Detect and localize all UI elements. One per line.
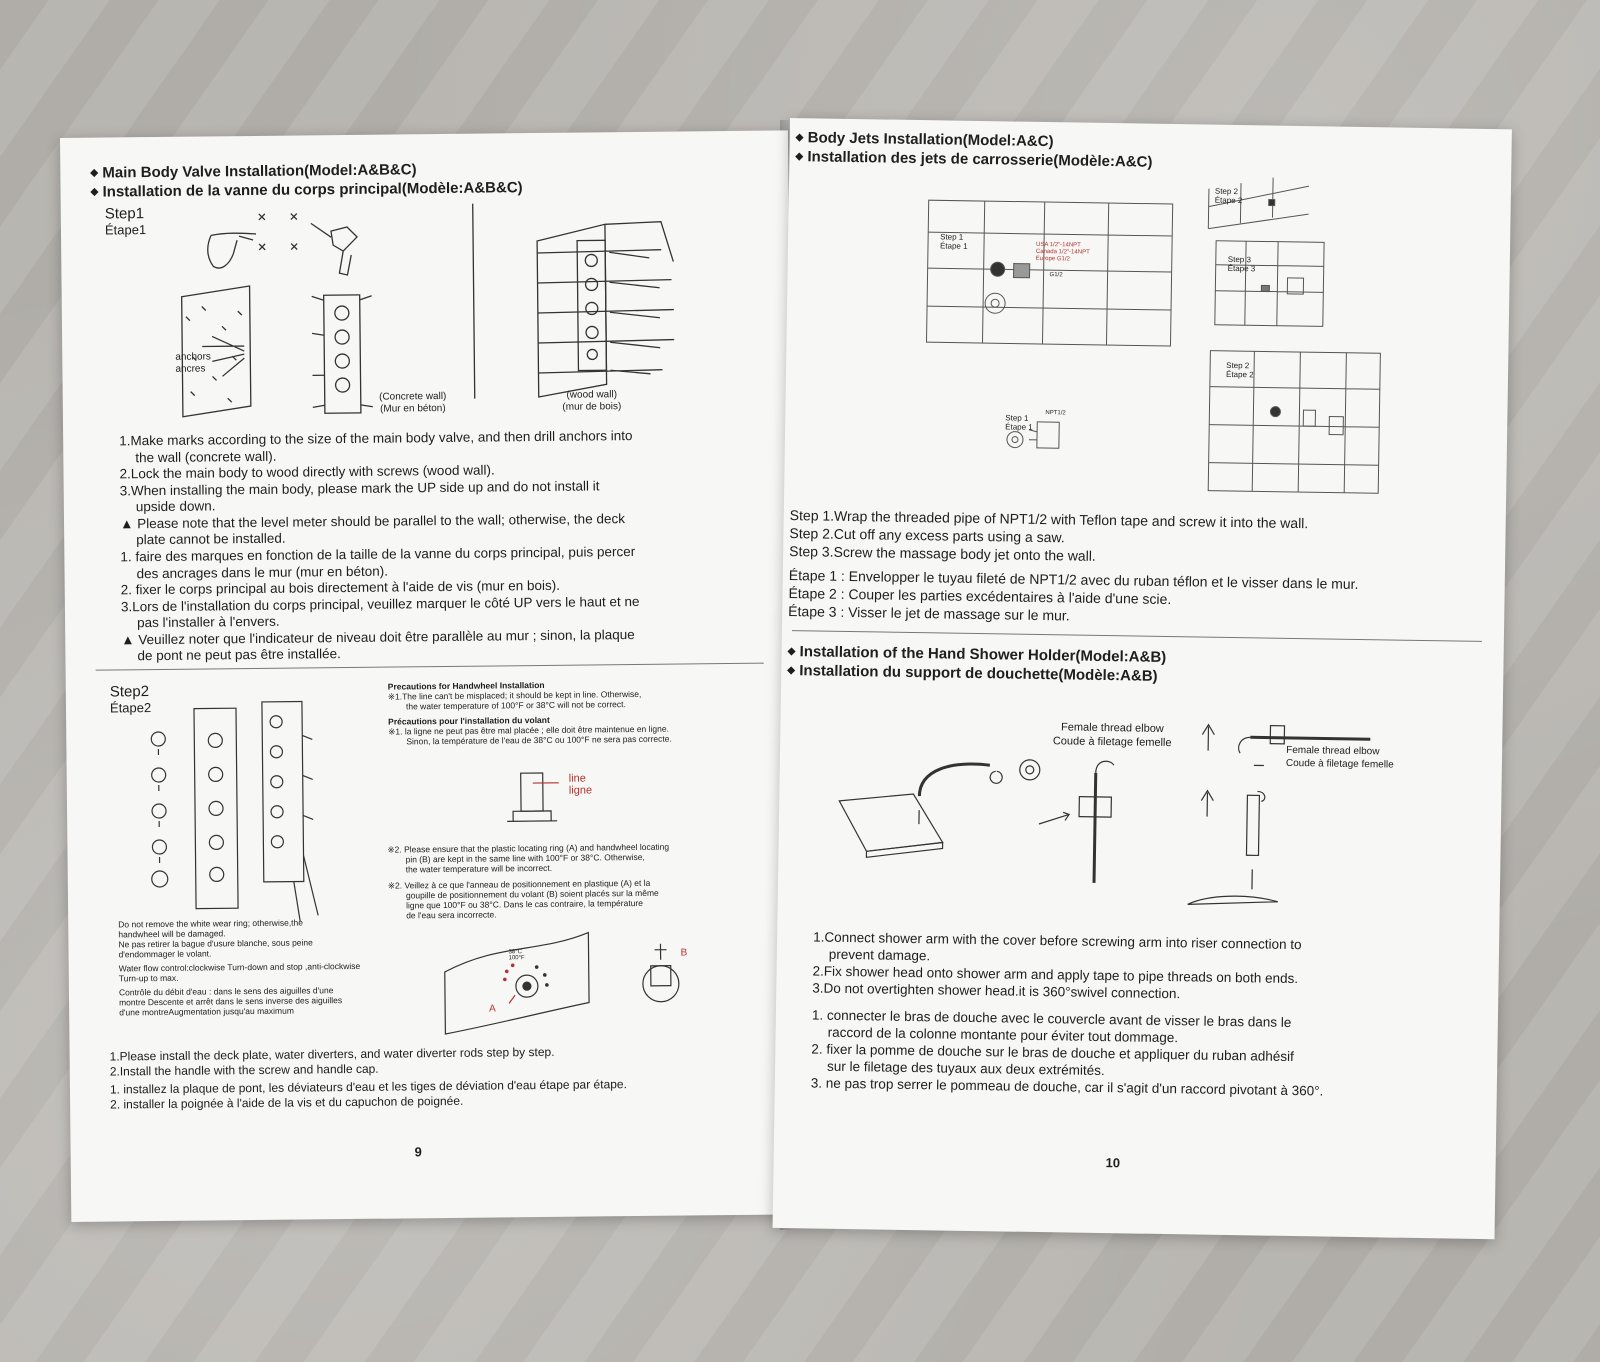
- hand-shower-illustration: [838, 723, 1371, 905]
- mark-a: A: [489, 1003, 496, 1015]
- body-jets-illustration: [925, 177, 1381, 494]
- dial-temperature: 38°C 100°F: [508, 949, 525, 962]
- step2-instructions: 1.Please install the deck plate, water d…: [109, 1044, 627, 1112]
- hand-shower-instructions-fr: 1. connecter le bras de douche avec le c…: [810, 1007, 1324, 1099]
- elbow-label-left: Female thread elbow Coude à filetage fem…: [1052, 721, 1172, 750]
- mark-b: B: [680, 947, 688, 959]
- note2-en: ※2. Please ensure that the plastic locat…: [387, 841, 670, 875]
- page-number: 10: [1105, 1155, 1121, 1171]
- page-number: 9: [414, 1144, 422, 1160]
- note2-fr: ※2. Veillez à ce que l'anneau de positio…: [387, 877, 659, 921]
- line-label: line ligne: [568, 772, 593, 797]
- step1-illustration: [181, 203, 675, 418]
- hand-shower-instructions-en: 1.Connect shower arm with the cover befo…: [812, 929, 1302, 1002]
- wear-ring-warning: Do not remove the white wear ring; other…: [118, 917, 361, 1018]
- handwheel-precautions: Precautions for Handwheel Installation ※…: [387, 679, 672, 747]
- elbow-label-right: Female thread elbow Coude à filetage fem…: [1285, 744, 1394, 771]
- step2-illustration: [150, 700, 680, 1035]
- page-10: ◆Body Jets Installation(Model:A&C) ◆Inst…: [772, 118, 1512, 1240]
- page-9: ◆Main Body Valve Installation(Model:A&B&…: [60, 130, 800, 1222]
